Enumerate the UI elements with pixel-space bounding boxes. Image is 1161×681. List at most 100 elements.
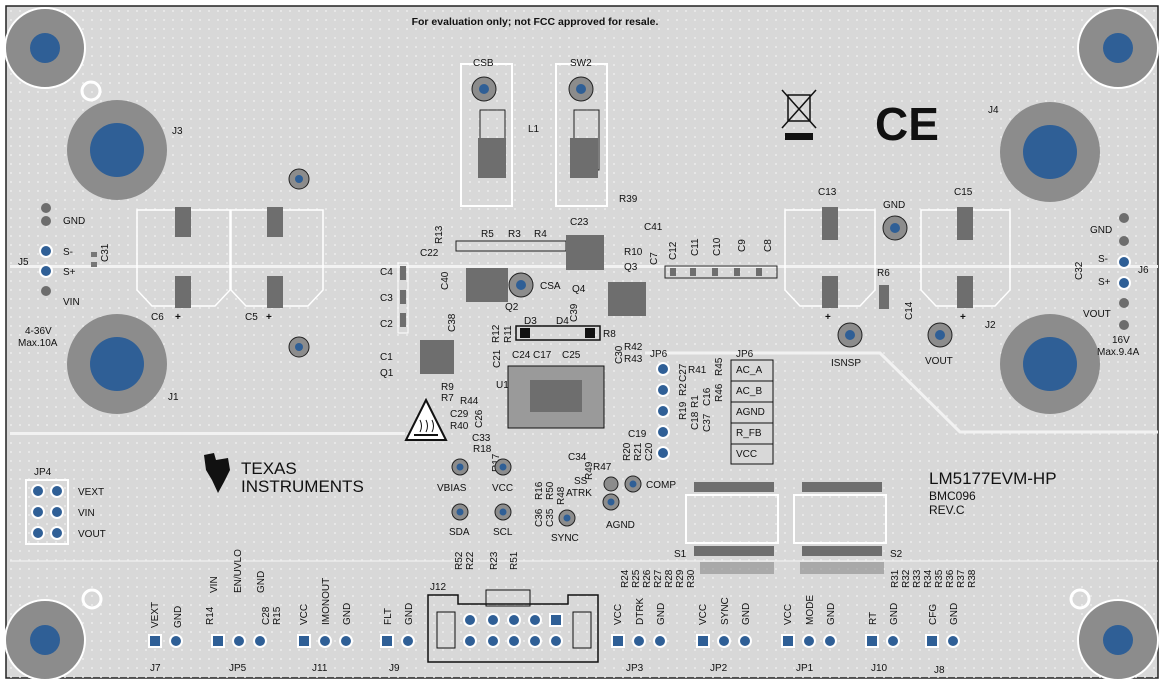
c31-label: C31 [100, 243, 111, 262]
jp6-label-4: VCC [736, 449, 757, 460]
testpoint-comp[interactable] [624, 475, 642, 493]
terminal-j2[interactable]: J2 [985, 314, 1100, 414]
r32-label: R32 [901, 569, 912, 588]
c19-label: C19 [628, 429, 647, 440]
header-j6[interactable] [1117, 213, 1131, 330]
testpoint-isnsp[interactable] [837, 322, 863, 348]
r29-label: R29 [675, 569, 686, 588]
header-jp3[interactable] [611, 634, 667, 648]
d4-label: D4 [556, 316, 569, 327]
r41-label: R41 [688, 365, 707, 376]
testpoint-sda[interactable] [451, 503, 469, 521]
c16-label: C16 [702, 387, 713, 406]
header-jp4[interactable] [25, 479, 69, 545]
c22-label: C22 [420, 248, 439, 259]
switch-s1[interactable] [685, 482, 779, 556]
testpoint-csb[interactable] [471, 76, 497, 102]
fiducial [80, 80, 102, 102]
jp2-sync: SYNC [720, 597, 731, 625]
c20-label: C20 [644, 442, 655, 461]
testpoint-vout[interactable] [927, 322, 953, 348]
c15-label: C15 [954, 187, 973, 198]
vbias-label: VBIAS [437, 483, 467, 494]
r47-label: R47 [593, 462, 612, 473]
jp3-label: JP3 [626, 663, 644, 674]
jp2-gnd: GND [741, 603, 752, 625]
r33-label: R33 [912, 569, 923, 588]
header-jp5[interactable] [211, 634, 267, 648]
mosfet-q4 [608, 282, 646, 316]
r30-label: R30 [686, 569, 697, 588]
jp3-gnd: GND [656, 603, 667, 625]
testpoint-vcc[interactable] [494, 458, 512, 476]
jp4-vout: VOUT [78, 529, 106, 540]
capacitor-c6 [136, 207, 231, 308]
switch-s2[interactable] [793, 482, 887, 556]
jp6-label-0: AC_A [736, 365, 762, 376]
jp2-vcc: VCC [698, 604, 709, 625]
r21-label: R21 [633, 442, 644, 461]
testpoint-gnd[interactable] [882, 215, 908, 241]
r27-label: R27 [653, 569, 664, 588]
testpoint-sync[interactable] [558, 509, 576, 527]
gnd-tp-label: GND [883, 200, 905, 211]
c24-label: C24 [512, 350, 531, 361]
header-j8[interactable] [925, 634, 960, 648]
terminal-j3[interactable]: J3 [67, 100, 183, 200]
mosfet-q1 [420, 340, 454, 374]
c3-label: C3 [380, 293, 393, 304]
c28-label: C28 [261, 606, 272, 625]
c27-label: C27 [678, 363, 689, 382]
header-j10[interactable] [865, 634, 900, 648]
q1-label: Q1 [380, 368, 394, 379]
ss-label: SS [574, 476, 588, 487]
r48-label: R48 [556, 486, 567, 505]
s1-label: S1 [674, 549, 687, 560]
header-j9[interactable] [380, 634, 415, 648]
c6-label: C6 [151, 312, 164, 323]
r19-label: R19 [678, 401, 689, 420]
testpoint-agnd[interactable] [602, 493, 620, 511]
header-jp1[interactable] [781, 634, 837, 648]
r3-label: R3 [508, 229, 521, 240]
j6-splus-label: S+ [1098, 277, 1111, 288]
r46-label: R46 [714, 383, 725, 402]
c38-label: C38 [447, 313, 458, 332]
output-max: Max.9.4A [1097, 347, 1140, 358]
fiducial [81, 588, 103, 610]
j8-cfg: CFG [928, 604, 939, 625]
testpoint-sw2[interactable] [568, 76, 594, 102]
r35-label: R35 [934, 569, 945, 588]
r50-label: R50 [545, 481, 556, 500]
testpoint-csa[interactable] [508, 272, 534, 298]
testpoint-vbias[interactable] [451, 458, 469, 476]
j6-label: J6 [1138, 265, 1149, 276]
connector-j12[interactable] [427, 589, 599, 663]
terminal-j1[interactable]: J1 [67, 314, 179, 414]
testpoint-ss[interactable] [603, 476, 619, 492]
r40-label: R40 [450, 421, 469, 432]
r18-label: R18 [473, 444, 492, 455]
header-jp6[interactable] [656, 362, 670, 460]
comp-label: COMP [646, 480, 676, 491]
header-j5[interactable] [39, 203, 53, 296]
r25-label: R25 [631, 569, 642, 588]
j6-vout-label: VOUT [1083, 309, 1111, 320]
c1-label: C1 [380, 352, 393, 363]
weee-mark-icon [781, 89, 817, 140]
header-jp2[interactable] [696, 634, 752, 648]
j11-imonout: IMONOUT [321, 578, 332, 625]
jp4-vin: VIN [78, 508, 95, 519]
terminal-j4[interactable]: J4 [988, 102, 1100, 202]
j11-vcc: VCC [299, 604, 310, 625]
u1-label: U1 [496, 380, 509, 391]
ti-name-line1: TEXAS [241, 459, 297, 478]
jp1-label: JP1 [796, 663, 814, 674]
header-j11[interactable] [297, 634, 353, 648]
testpoint-scl[interactable] [494, 503, 512, 521]
header-j7[interactable] [148, 634, 183, 648]
ti-logo-icon [204, 453, 230, 493]
c25-label: C25 [562, 350, 581, 361]
jp5-en: EN/UVLO [233, 549, 244, 593]
